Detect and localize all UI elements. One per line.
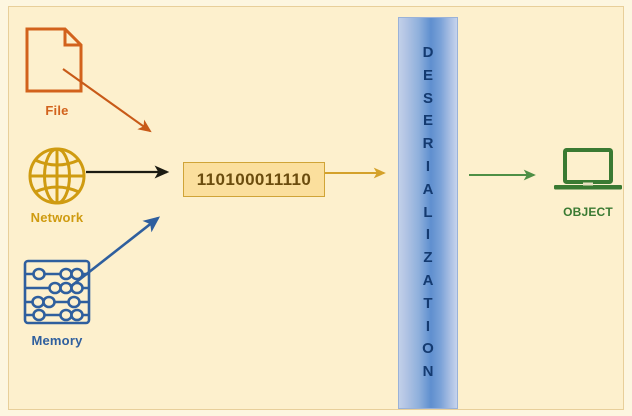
abacus-memory-icon [11,257,103,329]
deser-letter: T [423,294,433,312]
deserialization-process-column[interactable]: D E S E R I A L I Z A T I O N [398,17,458,409]
deser-letter: Z [423,249,433,267]
source-node-network[interactable]: Network [11,145,103,225]
deser-letter: I [425,158,431,175]
deser-letter: R [422,135,434,153]
deser-letter: I [425,226,431,244]
deser-letter: N [422,363,434,381]
binary-data-box[interactable]: 110100011110 [183,162,325,197]
deser-letter: D [422,44,434,62]
source-label-file: File [45,103,69,118]
source-label-network: Network [30,210,84,225]
deser-letter: E [422,66,433,84]
deser-letter: A [422,180,434,198]
deser-letter: S [422,89,433,107]
source-node-file[interactable]: File [17,25,97,118]
source-node-memory[interactable]: Memory [11,257,103,348]
deser-letter: L [423,203,433,221]
output-node-object[interactable]: OBJECT [551,147,625,219]
deser-letter: I [425,317,431,335]
globe-network-icon [11,145,103,207]
laptop-computer-icon [551,147,625,199]
source-label-memory: Memory [31,333,83,348]
diagram-canvas: File Network [8,6,624,410]
deser-letter: O [422,340,434,358]
deser-letter: A [422,271,434,289]
deserialization-label: D E S E R I A L I Z A T I O N [422,42,434,384]
output-label-object: OBJECT [563,205,613,219]
binary-data-value: 110100011110 [196,169,312,189]
deser-letter: E [422,112,433,130]
file-document-icon [17,25,97,101]
